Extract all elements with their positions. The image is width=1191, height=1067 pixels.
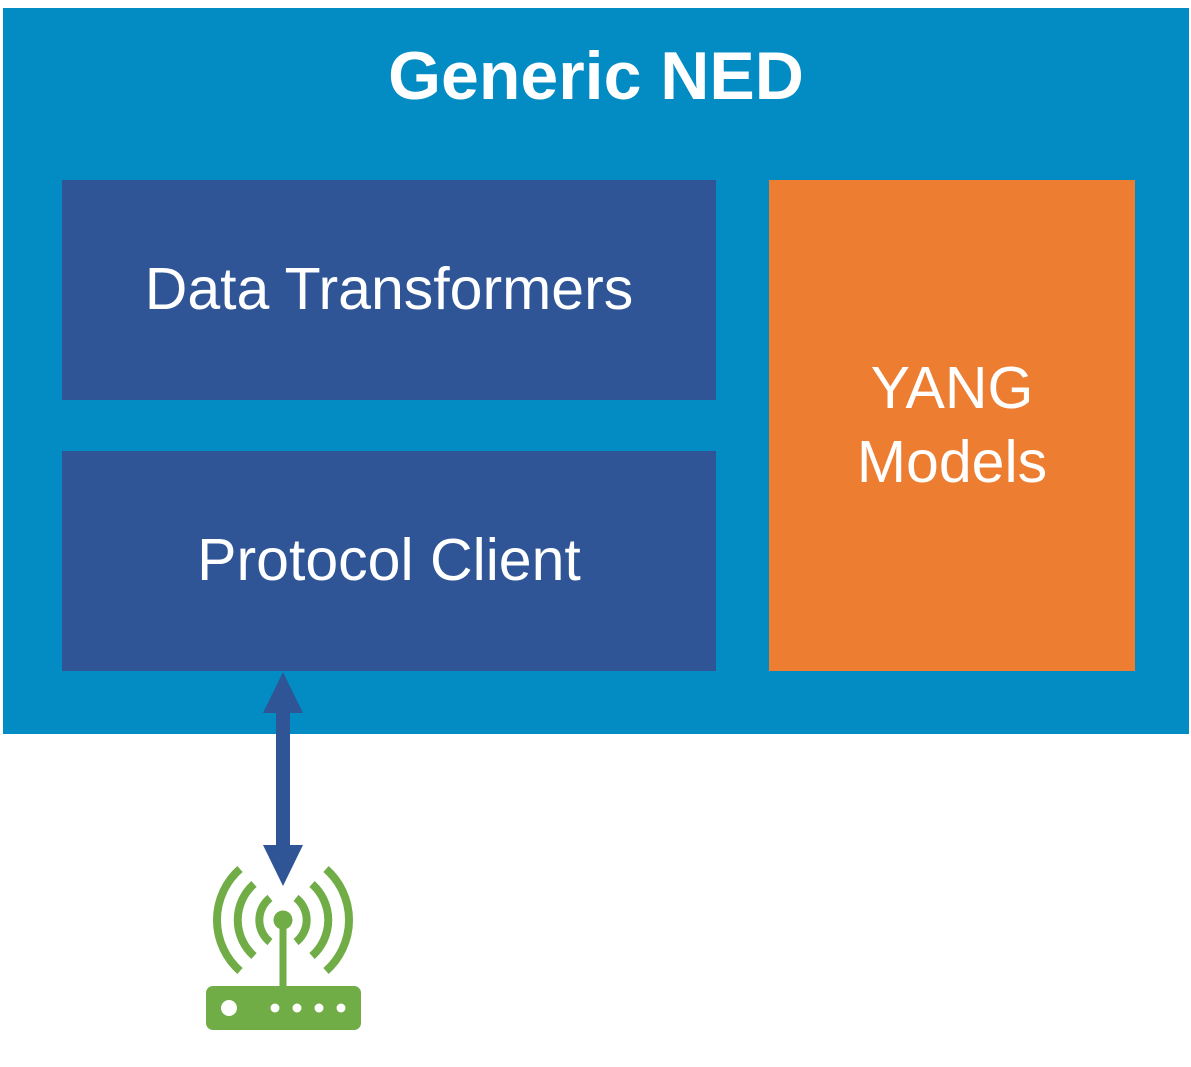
signal-wave-left-outer [213, 866, 243, 974]
router-body [206, 986, 361, 1030]
arrow-head-up [263, 672, 303, 713]
arrow-head-down [263, 845, 303, 886]
bidirectional-arrow [263, 672, 303, 886]
router-port-light-2 [292, 1003, 302, 1013]
data-transformers-label: Data Transformers [144, 256, 634, 323]
yang-models-label-line-1: YANG [870, 355, 1034, 422]
signal-wave-left-inner [255, 894, 273, 946]
protocol-client-block: Protocol Client [62, 451, 716, 671]
router-power-light [221, 1000, 237, 1016]
yang-models-label-line-2: Models [856, 428, 1048, 495]
antenna-tip [273, 910, 293, 930]
diagram-title: Generic NED [388, 38, 804, 114]
router-port-light-4 [336, 1003, 346, 1013]
wireless-router-icon [213, 866, 353, 990]
data-transformers-block: Data Transformers [62, 180, 716, 400]
signal-wave-left-middle [233, 881, 257, 959]
router-port-light-1 [270, 1003, 280, 1013]
protocol-client-label: Protocol Client [197, 527, 581, 594]
signal-wave-right-inner [293, 894, 311, 946]
signal-wave-right-middle [309, 881, 333, 959]
yang-models-block: YANG Models [769, 180, 1135, 671]
arrow-shaft [276, 710, 290, 850]
router-port-light-3 [314, 1003, 324, 1013]
signal-wave-right-outer [323, 866, 353, 974]
